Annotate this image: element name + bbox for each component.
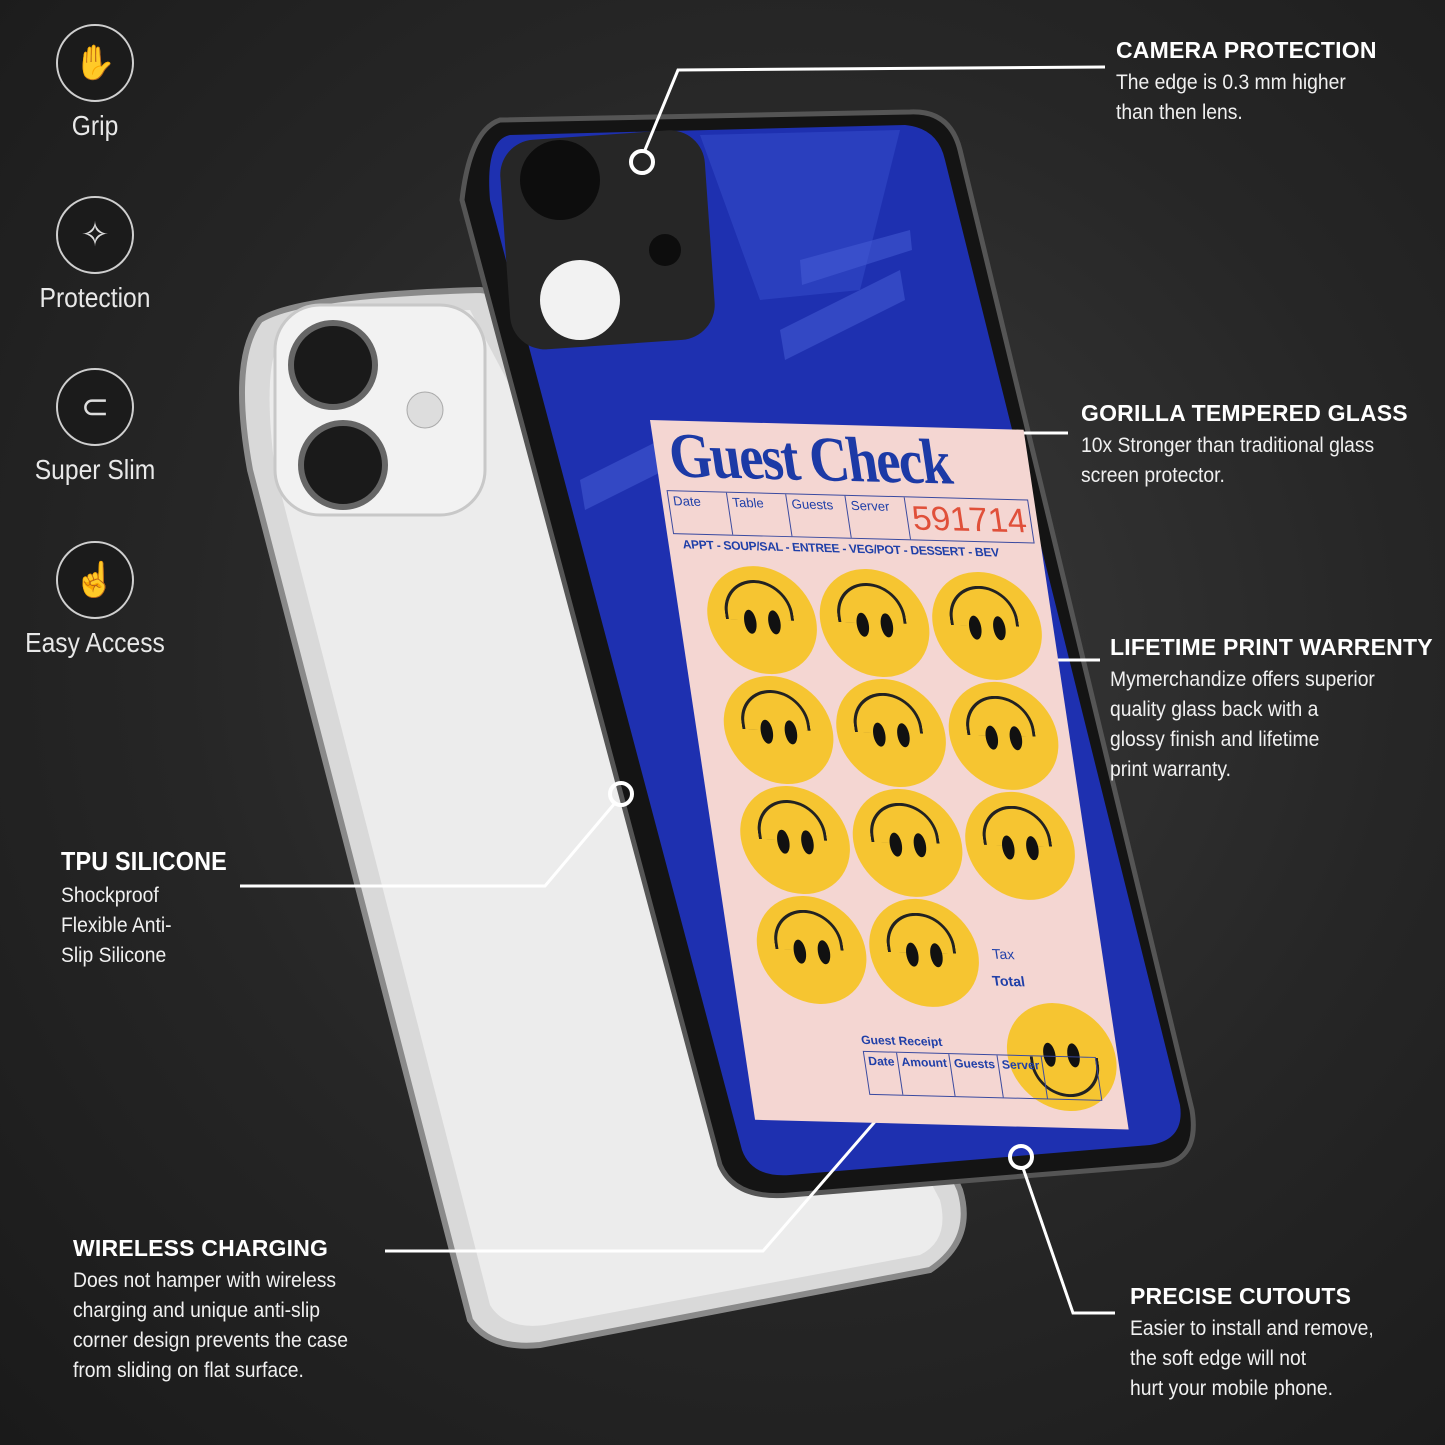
smiley-icon (699, 564, 825, 676)
feature-label: Super Slim (34, 454, 156, 485)
col-server: Server (845, 495, 911, 540)
feature-grip: ✋ Grip (15, 24, 175, 142)
smiley-icon (749, 894, 874, 1006)
callout-gorilla-glass: GORILLA TEMPERED GLASS 10x Stronger than… (1081, 400, 1408, 491)
callout-wireless-charging: WIRELESS CHARGING Does not hamper with w… (73, 1235, 372, 1386)
col-guests: Guests (786, 494, 852, 538)
smiley-icon (828, 677, 954, 789)
callout-title: LIFETIME PRINT WARRENTY (1110, 634, 1433, 660)
check-number: 591714 (909, 499, 1030, 541)
callout-title: WIRELESS CHARGING (73, 1235, 329, 1261)
finger-tap-icon: ☝ (56, 541, 134, 619)
feature-label: Protection (39, 282, 151, 313)
smiley-grid: Tax Total (670, 554, 1111, 1014)
print-title: Guest Check (663, 419, 955, 498)
callout-text: 10x Stronger than traditional glass scre… (1081, 434, 1375, 487)
callout-camera-protection: CAMERA PROTECTION The edge is 0.3 mm hig… (1116, 37, 1377, 128)
smiley-icon (732, 784, 858, 896)
guest-receipt: Guest Receipt Date Amount Guests Server (860, 1033, 1103, 1101)
callout-title: GORILLA TEMPERED GLASS (1081, 400, 1408, 426)
callout-text: Does not hamper with wireless charging a… (73, 1269, 348, 1382)
smiley-icon (812, 567, 937, 679)
feature-label: Easy Access (25, 627, 165, 658)
callout-text: The edge is 0.3 mm higher than then lens… (1116, 71, 1346, 124)
callout-lifetime-print: LIFETIME PRINT WARRENTY Mymerchandize of… (1110, 634, 1433, 785)
smiley-icon (861, 897, 987, 1009)
smiley-icon (924, 570, 1050, 682)
feature-easy-access: ☝ Easy Access (15, 541, 175, 659)
callout-title: CAMERA PROTECTION (1116, 37, 1377, 63)
col-date: Date (667, 491, 734, 535)
smiley-icon (716, 674, 841, 786)
smiley-icon (941, 680, 1066, 792)
slim-profile-icon: ⊂ (56, 368, 134, 446)
receipt-col-server: Server (997, 1055, 1049, 1099)
shield-break-icon: ✧ (56, 196, 134, 274)
callout-title: PRECISE CUTOUTS (1130, 1283, 1352, 1309)
feature-label: Grip (71, 110, 119, 141)
receipt-col-amount: Amount (897, 1052, 956, 1097)
col-table: Table (726, 492, 793, 537)
callout-text: Easier to install and remove, the soft e… (1130, 1317, 1374, 1400)
callout-text: Shockproof Flexible Anti- Slip Silicone (61, 884, 172, 967)
hand-grip-icon: ✋ (56, 24, 134, 102)
print-total: Total (991, 972, 1026, 990)
callout-tpu-silicone: TPU SILICONE Shockproof Flexible Anti- S… (61, 846, 245, 971)
feature-protection: ✧ Protection (15, 196, 175, 314)
print-tax: Tax (991, 945, 1016, 963)
feature-super-slim: ⊂ Super Slim (15, 368, 175, 486)
callout-precise-cutouts: PRECISE CUTOUTS Easier to install and re… (1130, 1283, 1395, 1404)
callout-text: Mymerchandize offers superior quality gl… (1110, 668, 1375, 781)
smiley-icon (957, 790, 1083, 902)
receipt-col-guests: Guests (949, 1054, 1004, 1098)
smiley-icon (845, 787, 970, 899)
callout-title: TPU SILICONE (61, 846, 227, 876)
